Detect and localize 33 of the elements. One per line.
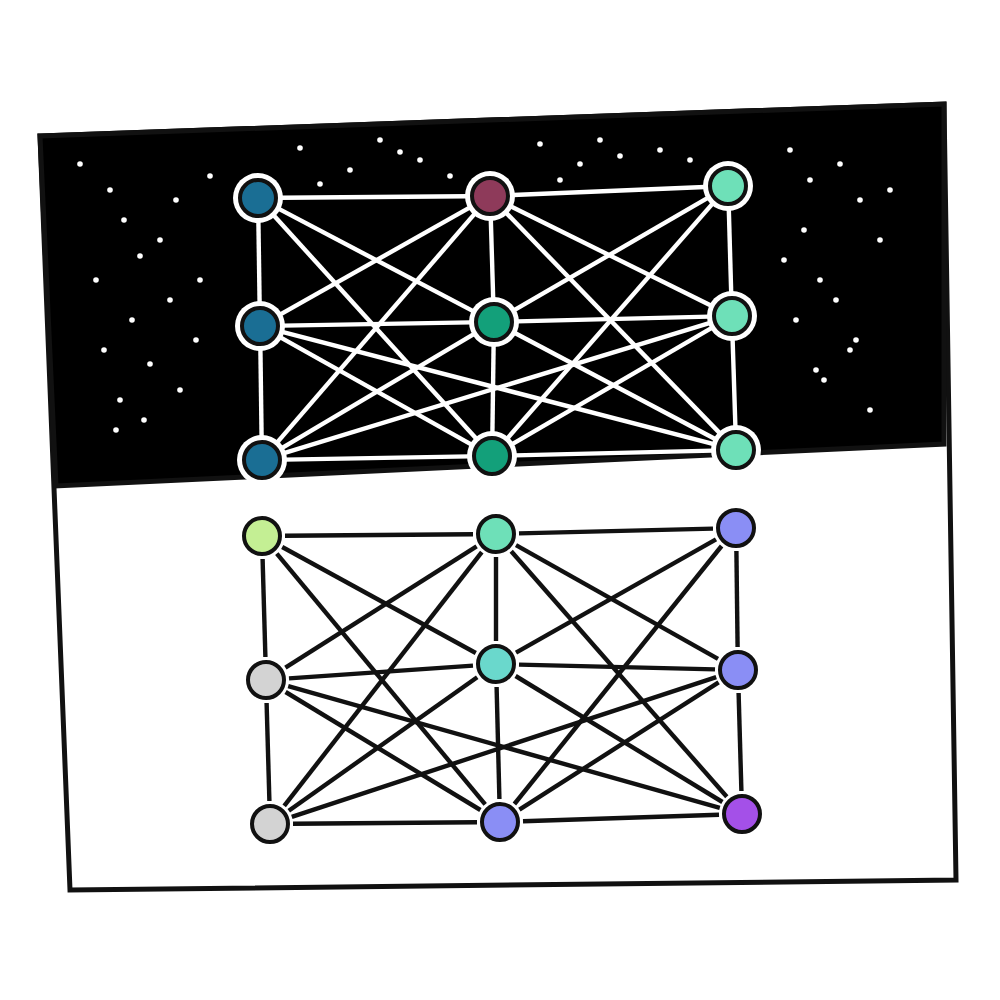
connector-line [258, 348, 264, 438]
circle-node [708, 166, 748, 206]
connector-line [522, 812, 720, 824]
connector-line [260, 558, 268, 658]
connector-line [518, 662, 716, 672]
connector-line [516, 314, 710, 324]
connector-line [518, 526, 714, 536]
connector-line [490, 344, 496, 434]
circle-node [474, 302, 514, 342]
connector-line [280, 194, 468, 200]
connector-line [284, 454, 470, 462]
connector-line [512, 184, 706, 198]
circle-node [472, 436, 512, 476]
connector-line [256, 220, 262, 304]
circle-node [712, 296, 752, 336]
connector-line [288, 663, 474, 681]
connector-line [730, 338, 738, 428]
circle-node [242, 440, 282, 480]
circle-node [470, 176, 510, 216]
circle-node [716, 430, 756, 470]
circle-node [238, 178, 278, 218]
connector-line [282, 320, 472, 328]
connector-line [488, 218, 496, 300]
circle-node [240, 306, 280, 346]
connector-line [726, 208, 734, 294]
connector-line [514, 448, 714, 458]
connector-line [736, 692, 744, 792]
connector-line [292, 820, 478, 826]
connector-line [284, 532, 474, 538]
connector-line [734, 550, 740, 648]
connector-line [493, 557, 499, 641]
connector-line [264, 702, 272, 802]
connector-line [494, 686, 502, 800]
